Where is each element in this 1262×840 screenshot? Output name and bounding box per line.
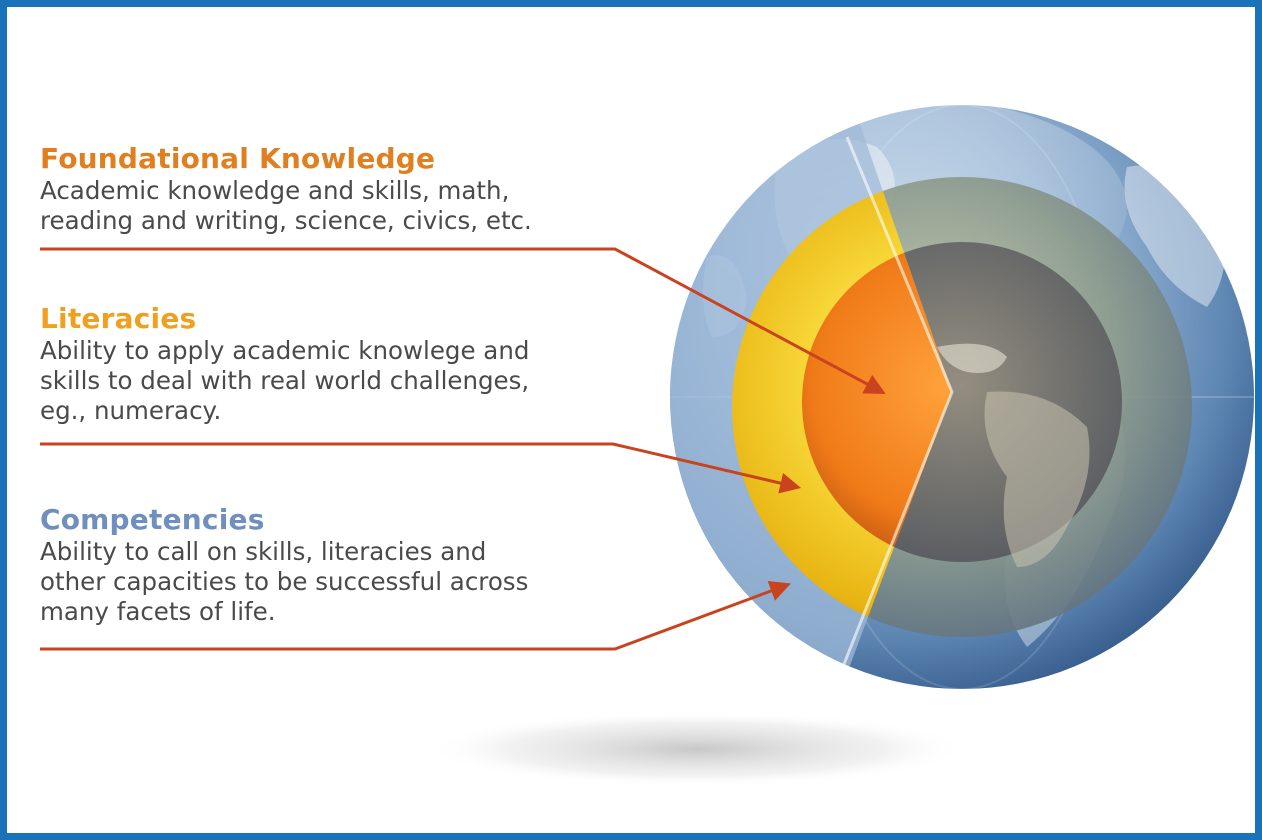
globe-shadow bbox=[427, 711, 967, 787]
description-line: Ability to call on skills, literacies an… bbox=[40, 537, 487, 566]
foundational-knowledge-description: Academic knowledge and skills, math, rea… bbox=[40, 176, 532, 236]
description-line: many facets of life. bbox=[40, 597, 276, 626]
description-line: Ability to apply academic knowlege and bbox=[40, 336, 530, 365]
literacies-heading: Literacies bbox=[40, 302, 197, 335]
foundational-knowledge-heading: Foundational Knowledge bbox=[40, 142, 436, 175]
description-line: eg., numeracy. bbox=[40, 396, 222, 425]
description-line: other capacities to be successful across bbox=[40, 567, 529, 596]
leader-lines bbox=[40, 247, 886, 651]
foundational-arrow bbox=[40, 247, 886, 394]
competencies-description: Ability to call on skills, literacies an… bbox=[40, 537, 528, 627]
foundational-knowledge-block: Foundational Knowledge Academic knowledg… bbox=[40, 142, 532, 236]
literacies-arrow bbox=[40, 442, 802, 494]
foundational-core bbox=[802, 242, 952, 562]
competencies-block: Competencies Ability to call on skills, … bbox=[40, 503, 528, 627]
description-line: reading and writing, science, civics, et… bbox=[40, 206, 532, 235]
literacies-block: Literacies Ability to apply academic kno… bbox=[40, 302, 529, 426]
competencies-heading: Competencies bbox=[40, 503, 265, 536]
competencies-arrow bbox=[40, 581, 791, 651]
literacies-description: Ability to apply academic knowlege and s… bbox=[40, 336, 529, 426]
cutaway-layers bbox=[670, 105, 952, 689]
description-line: skills to deal with real world challenge… bbox=[40, 366, 530, 395]
description-line: Academic knowledge and skills, math, bbox=[40, 176, 510, 205]
globe-diagram bbox=[40, 105, 1254, 787]
